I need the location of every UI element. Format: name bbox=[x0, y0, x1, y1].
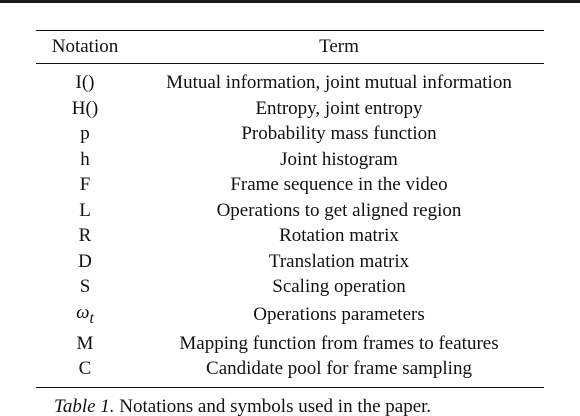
notation-cell: D bbox=[78, 250, 92, 272]
table-caption: Table 1. Notations and symbols used in t… bbox=[54, 396, 554, 416]
notation-table: Notation Term I() Mutual information, jo… bbox=[36, 30, 544, 388]
term-cell: Probability mass function bbox=[241, 123, 437, 144]
notation-cell: S bbox=[79, 276, 91, 297]
term-cell: Operations parameters bbox=[253, 304, 425, 326]
term-cell: Entropy, joint entropy bbox=[255, 97, 423, 119]
term-cell: Scaling operation bbox=[272, 276, 406, 297]
table-row: p Probability mass function bbox=[36, 121, 544, 147]
table-row: H() Entropy, joint entropy bbox=[36, 96, 544, 122]
table-row: ωt Operations parameters bbox=[36, 300, 544, 331]
table-row: S Scaling operation bbox=[36, 274, 544, 300]
notation-cell: I() bbox=[75, 72, 95, 93]
term-cell: Mapping function from frames to features bbox=[179, 332, 499, 354]
term-cell: Candidate pool for frame sampling bbox=[134, 356, 544, 388]
table-row: I() Mutual information, joint mutual inf… bbox=[36, 64, 544, 96]
table-row: F Frame sequence in the video bbox=[36, 172, 544, 198]
notation-cell: p bbox=[80, 123, 90, 144]
notation-cell: F bbox=[79, 174, 91, 195]
notation-cell: H() bbox=[71, 97, 99, 119]
table-row: D Translation matrix bbox=[36, 249, 544, 275]
notation-cell: R bbox=[78, 225, 92, 246]
notation-cell: h bbox=[80, 148, 90, 170]
term-cell: Translation matrix bbox=[268, 250, 410, 272]
notation-cell: ωt bbox=[36, 300, 134, 331]
table-row: R Rotation matrix bbox=[36, 223, 544, 249]
term-cell: Rotation matrix bbox=[279, 225, 399, 246]
omega-symbol: ω bbox=[76, 301, 90, 323]
term-cell: Frame sequence in the video bbox=[230, 174, 448, 195]
table-row: C Candidate pool for frame sampling bbox=[36, 356, 544, 388]
caption-text: Notations and symbols used in the paper. bbox=[119, 396, 432, 416]
page-top-rule bbox=[0, 0, 580, 3]
caption-label: Table 1. bbox=[54, 396, 115, 416]
notation-table-container: Notation Term I() Mutual information, jo… bbox=[36, 30, 544, 388]
table-header-row: Notation Term bbox=[36, 30, 544, 64]
notation-cell: M bbox=[76, 332, 94, 354]
notation-cell: C bbox=[36, 356, 134, 388]
header-term: Term bbox=[134, 30, 544, 64]
table-row: L Operations to get aligned region bbox=[36, 198, 544, 224]
omega-subscript: t bbox=[89, 309, 94, 327]
table-row: M Mapping function from frames to featur… bbox=[36, 331, 544, 357]
table-row: h Joint histogram bbox=[36, 147, 544, 173]
term-cell: Operations to get aligned region bbox=[216, 199, 462, 221]
header-notation: Notation bbox=[36, 30, 134, 64]
term-cell: Joint histogram bbox=[280, 148, 398, 170]
notation-cell: L bbox=[79, 199, 91, 221]
term-cell: Mutual information, joint mutual informa… bbox=[166, 72, 512, 93]
